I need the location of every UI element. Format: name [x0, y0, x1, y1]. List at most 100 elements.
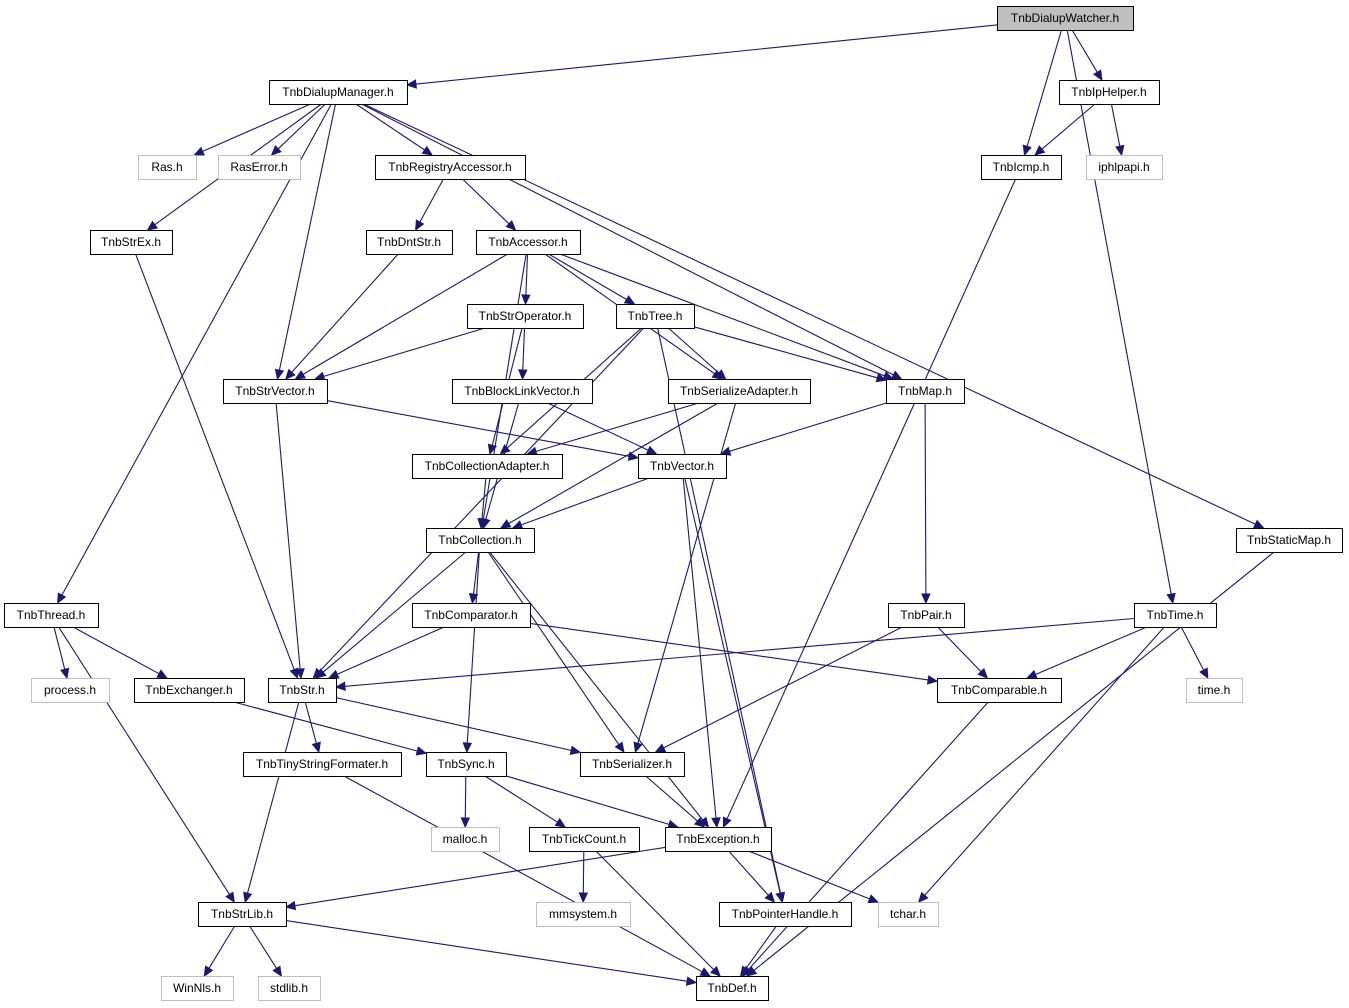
node-TnbStrOperator[interactable]: TnbStrOperator.h	[467, 304, 584, 329]
node-TnbCollection[interactable]: TnbCollection.h	[426, 528, 535, 553]
edge-line	[464, 775, 467, 819]
edge-line	[302, 253, 508, 375]
node-TnbDef[interactable]: TnbDef.h	[696, 976, 769, 1001]
edge-TnbBlockLinkVector-to-TnbVector	[547, 402, 658, 455]
edge-line	[595, 850, 715, 970]
arrowhead	[739, 965, 751, 978]
edge-TnbTinyStringFormater-to-TnbDef	[343, 775, 712, 977]
edge-line	[326, 400, 630, 457]
node-box	[90, 230, 173, 255]
arrowhead	[334, 681, 346, 692]
node-TnbPointerHandle[interactable]: TnbPointerHandle.h	[719, 902, 852, 927]
edge-TnbStr-to-TnbSerializer	[335, 697, 582, 755]
node-box	[426, 752, 507, 777]
node-box	[223, 379, 328, 404]
node-TnbTree[interactable]: TnbTree.h	[616, 304, 695, 329]
node-TnbIcmp[interactable]: TnbIcmp.h	[981, 155, 1062, 180]
node-TnbSerializeAdapter[interactable]: TnbSerializeAdapter.h	[668, 379, 811, 404]
arrowhead	[1022, 144, 1032, 157]
edge-TnbStrEx-to-TnbStr	[135, 253, 299, 680]
edge-TnbSerializeAdapter-to-TnbCollection	[499, 402, 719, 529]
node-TnbPair[interactable]: TnbPair.h	[888, 603, 965, 628]
arrowhead	[1026, 669, 1038, 679]
edge-line	[645, 775, 698, 822]
edge-TnbSync-to-TnbException	[505, 775, 679, 829]
node-mmsystem: mmsystem.h	[536, 902, 631, 927]
arrowhead	[421, 145, 434, 156]
node-TnbStrVector[interactable]: TnbStrVector.h	[223, 379, 328, 404]
node-TnbStaticMap[interactable]: TnbStaticMap.h	[1236, 528, 1343, 553]
node-TnbDntStr[interactable]: TnbDntStr.h	[366, 230, 453, 255]
node-label: TnbTree.h	[628, 309, 683, 323]
node-label: tchar.h	[890, 907, 926, 921]
node-box	[719, 902, 852, 927]
node-TnbComparator[interactable]: TnbComparator.h	[412, 603, 531, 628]
node-TnbCollectionAdapter[interactable]: TnbCollectionAdapter.h	[412, 454, 563, 479]
node-label: TnbIcmp.h	[993, 160, 1050, 174]
node-TnbTime[interactable]: TnbTime.h	[1134, 603, 1217, 628]
node-TnbException[interactable]: TnbException.h	[665, 827, 772, 852]
edge-line	[521, 477, 650, 526]
edge-TnbAccessor-to-TnbStrOperator	[521, 253, 531, 306]
arrowhead	[926, 675, 939, 685]
arrowhead	[633, 741, 643, 754]
node-box	[412, 603, 531, 628]
node-time: time.h	[1186, 678, 1243, 703]
edge-line	[246, 701, 300, 894]
node-TnbStrEx[interactable]: TnbStrEx.h	[90, 230, 173, 255]
arrowhead	[487, 443, 497, 456]
node-label: mmsystem.h	[549, 907, 617, 921]
node-box	[138, 155, 197, 180]
node-label: TnbSerializeAdapter.h	[680, 384, 798, 398]
arrowhead	[60, 667, 70, 680]
edge-line	[58, 626, 230, 895]
edge-line	[1035, 626, 1148, 676]
edge-TnbDialupWatcher-to-TnbDialupManager	[405, 24, 998, 89]
edge-line	[484, 775, 558, 823]
node-label: malloc.h	[443, 832, 488, 846]
arrowhead	[867, 894, 880, 904]
node-TnbDialupManager[interactable]: TnbDialupManager.h	[269, 80, 408, 105]
node-TnbSerializer[interactable]: TnbSerializer.h	[580, 752, 685, 777]
node-label: process.h	[44, 683, 96, 697]
edge-line	[559, 253, 885, 377]
node-TnbMap[interactable]: TnbMap.h	[886, 379, 965, 404]
arrowhead	[193, 146, 205, 156]
edge-TnbExchanger-to-TnbSync	[233, 701, 428, 756]
arrowhead	[156, 669, 168, 679]
arrowhead	[1252, 519, 1265, 529]
node-label: TnbRegistryAccessor.h	[388, 160, 511, 174]
node-TnbExchanger[interactable]: TnbExchanger.h	[134, 678, 245, 703]
edge-line	[745, 925, 777, 970]
edge-line	[249, 925, 278, 969]
node-TnbStrLib[interactable]: TnbStrLib.h	[198, 902, 287, 927]
arrowhead	[311, 741, 321, 754]
node-TnbThread[interactable]: TnbThread.h	[4, 603, 99, 628]
node-TnbIpHelper[interactable]: TnbIpHelper.h	[1059, 80, 1160, 105]
node-TnbStr[interactable]: TnbStr.h	[268, 678, 337, 703]
node-label: TnbDialupManager.h	[282, 85, 393, 99]
node-TnbBlockLinkVector[interactable]: TnbBlockLinkVector.h	[452, 379, 593, 404]
node-box	[668, 379, 811, 404]
edge-TnbThread-to-TnbExchanger	[72, 626, 168, 679]
node-TnbTinyStringFormater[interactable]: TnbTinyStringFormater.h	[243, 752, 402, 777]
node-TnbTickCount[interactable]: TnbTickCount.h	[529, 827, 640, 852]
arrowhead	[917, 891, 929, 903]
node-box	[580, 752, 685, 777]
node-box	[1086, 155, 1163, 180]
node-TnbSync[interactable]: TnbSync.h	[426, 752, 507, 777]
edge-line	[344, 617, 1135, 687]
edge-line	[1071, 29, 1098, 73]
edge-line	[275, 402, 301, 670]
node-TnbComparable[interactable]: TnbComparable.h	[937, 678, 1062, 703]
node-TnbRegistryAccessor[interactable]: TnbRegistryAccessor.h	[375, 155, 526, 180]
arrowhead	[890, 370, 903, 380]
arrowhead	[715, 369, 727, 380]
arrowhead	[270, 144, 282, 156]
node-TnbAccessor[interactable]: TnbAccessor.h	[476, 230, 581, 255]
node-box	[878, 902, 939, 927]
edge-line	[663, 626, 903, 749]
node-TnbVector[interactable]: TnbVector.h	[638, 454, 727, 479]
arrowhead	[203, 965, 214, 978]
